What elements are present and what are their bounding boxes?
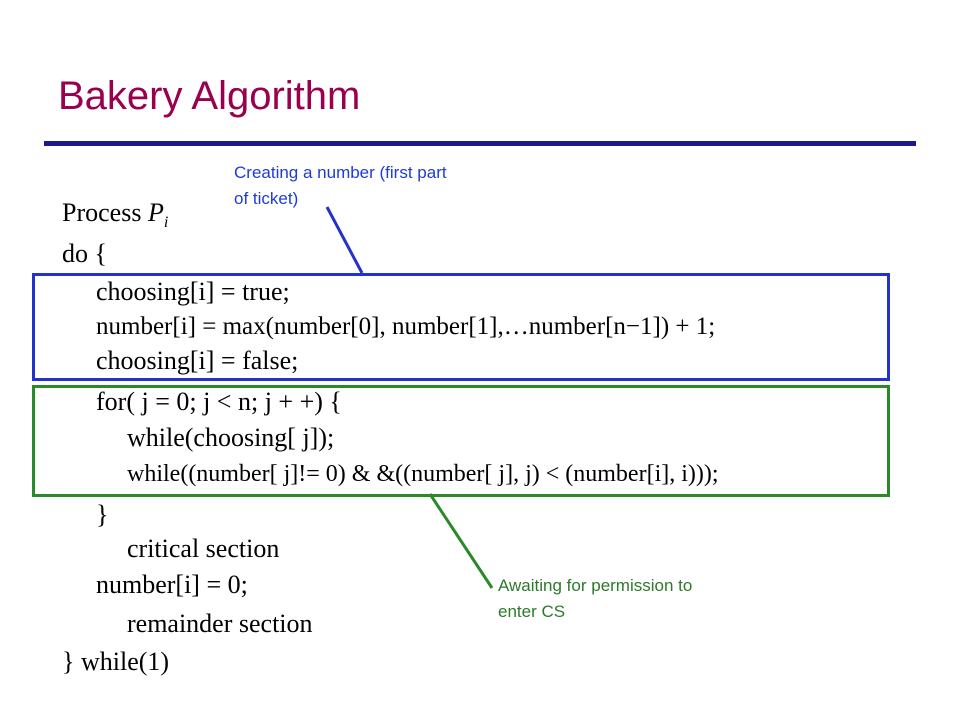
- callout-line-1: Awaiting for permission to: [498, 576, 693, 595]
- code-do-open: do {: [62, 239, 107, 268]
- process-name: P: [147, 198, 164, 227]
- blue-leader-line: [325, 206, 364, 274]
- callout-line-1: Creating a number (first part: [234, 163, 447, 182]
- code-process-header: Process Pi: [62, 200, 168, 231]
- code-choosing-true: choosing[i] = true;: [96, 277, 290, 306]
- process-keyword: Process: [62, 198, 142, 227]
- code-number-reset: number[i] = 0;: [96, 570, 248, 599]
- code-for-loop: for( j = 0; j < n; j + +) {: [96, 387, 342, 416]
- callout-number-creation: Creating a number (first part of ticket): [234, 160, 447, 212]
- slide-title: Bakery Algorithm: [58, 74, 361, 118]
- callout-line-2: enter CS: [498, 602, 566, 621]
- number-creation-box: [32, 273, 890, 381]
- process-index: i: [163, 214, 169, 232]
- code-remainder-section: remainder section: [127, 609, 313, 638]
- code-critical-section: critical section: [127, 534, 280, 563]
- code-while-choosing: while(choosing[ j]);: [127, 423, 335, 452]
- callout-awaiting-permission: Awaiting for permission to enter CS: [498, 573, 692, 625]
- awaiting-permission-box: [32, 385, 890, 497]
- code-while-end: } while(1): [62, 647, 170, 676]
- code-number-assign: number[i] = max(number[0], number[1],…nu…: [96, 313, 716, 340]
- green-leader-line: [428, 493, 494, 589]
- code-choosing-false: choosing[i] = false;: [96, 346, 299, 375]
- code-close-brace: }: [96, 500, 109, 529]
- title-divider: [44, 141, 916, 146]
- callout-line-2: of ticket): [234, 189, 299, 208]
- code-while-number: while((number[ j]!= 0) & &((number[ j], …: [127, 461, 719, 487]
